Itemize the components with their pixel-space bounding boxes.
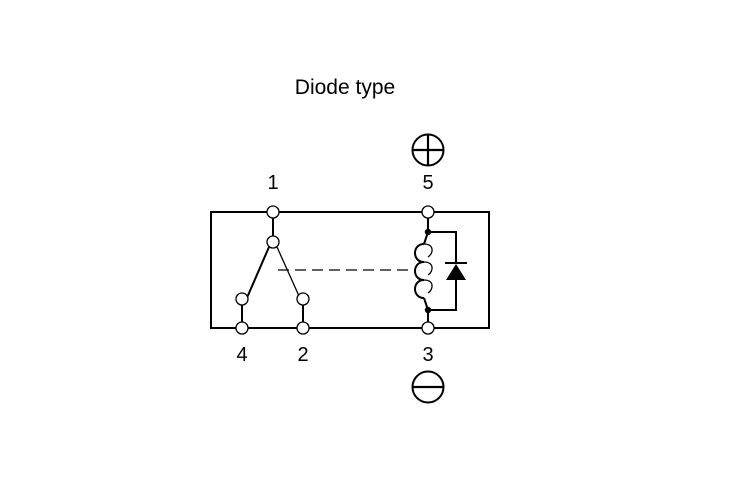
terminal-1	[266, 205, 280, 219]
terminal-5	[421, 205, 435, 219]
minus-symbol-icon	[411, 370, 445, 404]
nc-contact-terminal	[235, 292, 249, 306]
pin-label-3: 3	[422, 344, 433, 366]
relay-housing	[210, 211, 490, 329]
diagram-title: Diode type	[295, 76, 395, 99]
pin-label-4: 4	[236, 344, 247, 366]
diode	[428, 231, 467, 311]
pin-label-1: 1	[267, 172, 278, 194]
terminal-3	[421, 321, 435, 335]
relay-coil	[414, 218, 433, 322]
no-contact-terminal	[296, 292, 310, 306]
diode-triangle	[446, 264, 466, 280]
common-contact-terminal	[266, 235, 280, 249]
pin-label-2: 2	[297, 344, 308, 366]
pin-label-5: 5	[422, 172, 433, 194]
plus-symbol-icon	[411, 133, 445, 167]
changeover-contact	[235, 218, 310, 322]
terminal-4	[235, 321, 249, 335]
terminal-2	[296, 321, 310, 335]
terminals	[235, 205, 435, 335]
